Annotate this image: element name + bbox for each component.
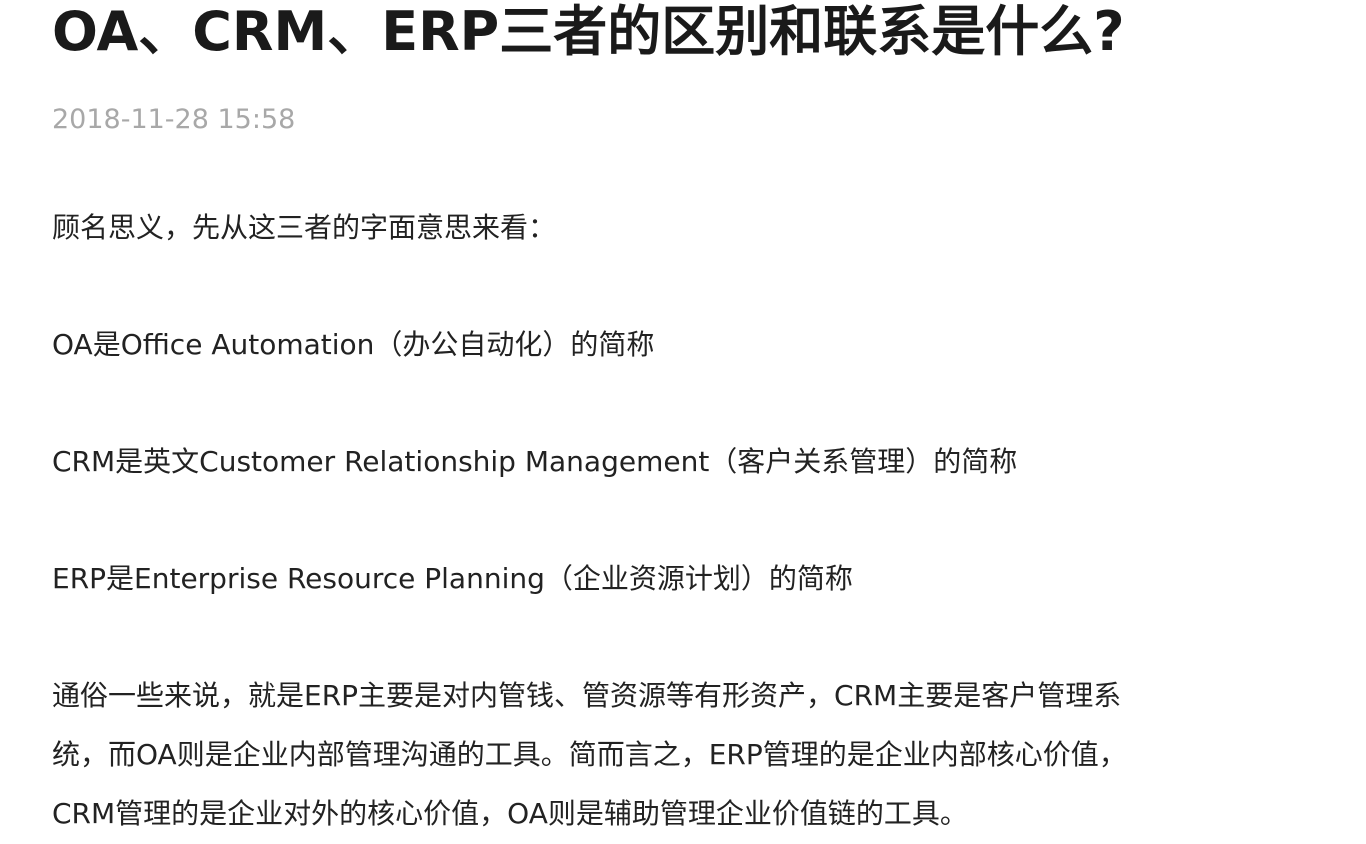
paragraph-intro: 顾名思义，先从这三者的字面意思来看：: [52, 211, 557, 244]
paragraph-summary: 通俗一些来说，就是ERP主要是对内管钱、管资源等有形资产，CRM主要是客户管理系…: [52, 666, 1302, 843]
summary-line: CRM管理的是企业对外的核心价值，OA则是辅助管理企业价值链的工具。: [52, 797, 968, 830]
summary-line: 通俗一些来说，就是ERP主要是对内管钱、管资源等有形资产，CRM主要是客户管理系: [52, 679, 1122, 712]
paragraph-erp-definition: ERP是Enterprise Resource Planning（企业资源计划）…: [52, 562, 853, 595]
article-title: OA、CRM、ERP三者的区别和联系是什么?: [52, 0, 1125, 63]
paragraph-crm-definition: CRM是英文Customer Relationship Management（客…: [52, 445, 1018, 478]
article: OA、CRM、ERP三者的区别和联系是什么? 2018-11-28 15:58 …: [52, 0, 1302, 843]
publish-date: 2018-11-28 15:58: [52, 104, 296, 135]
paragraph-oa-definition: OA是Office Automation（办公自动化）的简称: [52, 328, 655, 361]
summary-line: 统，而OA则是企业内部管理沟通的工具。简而言之，ERP管理的是企业内部核心价值，: [52, 738, 1127, 771]
